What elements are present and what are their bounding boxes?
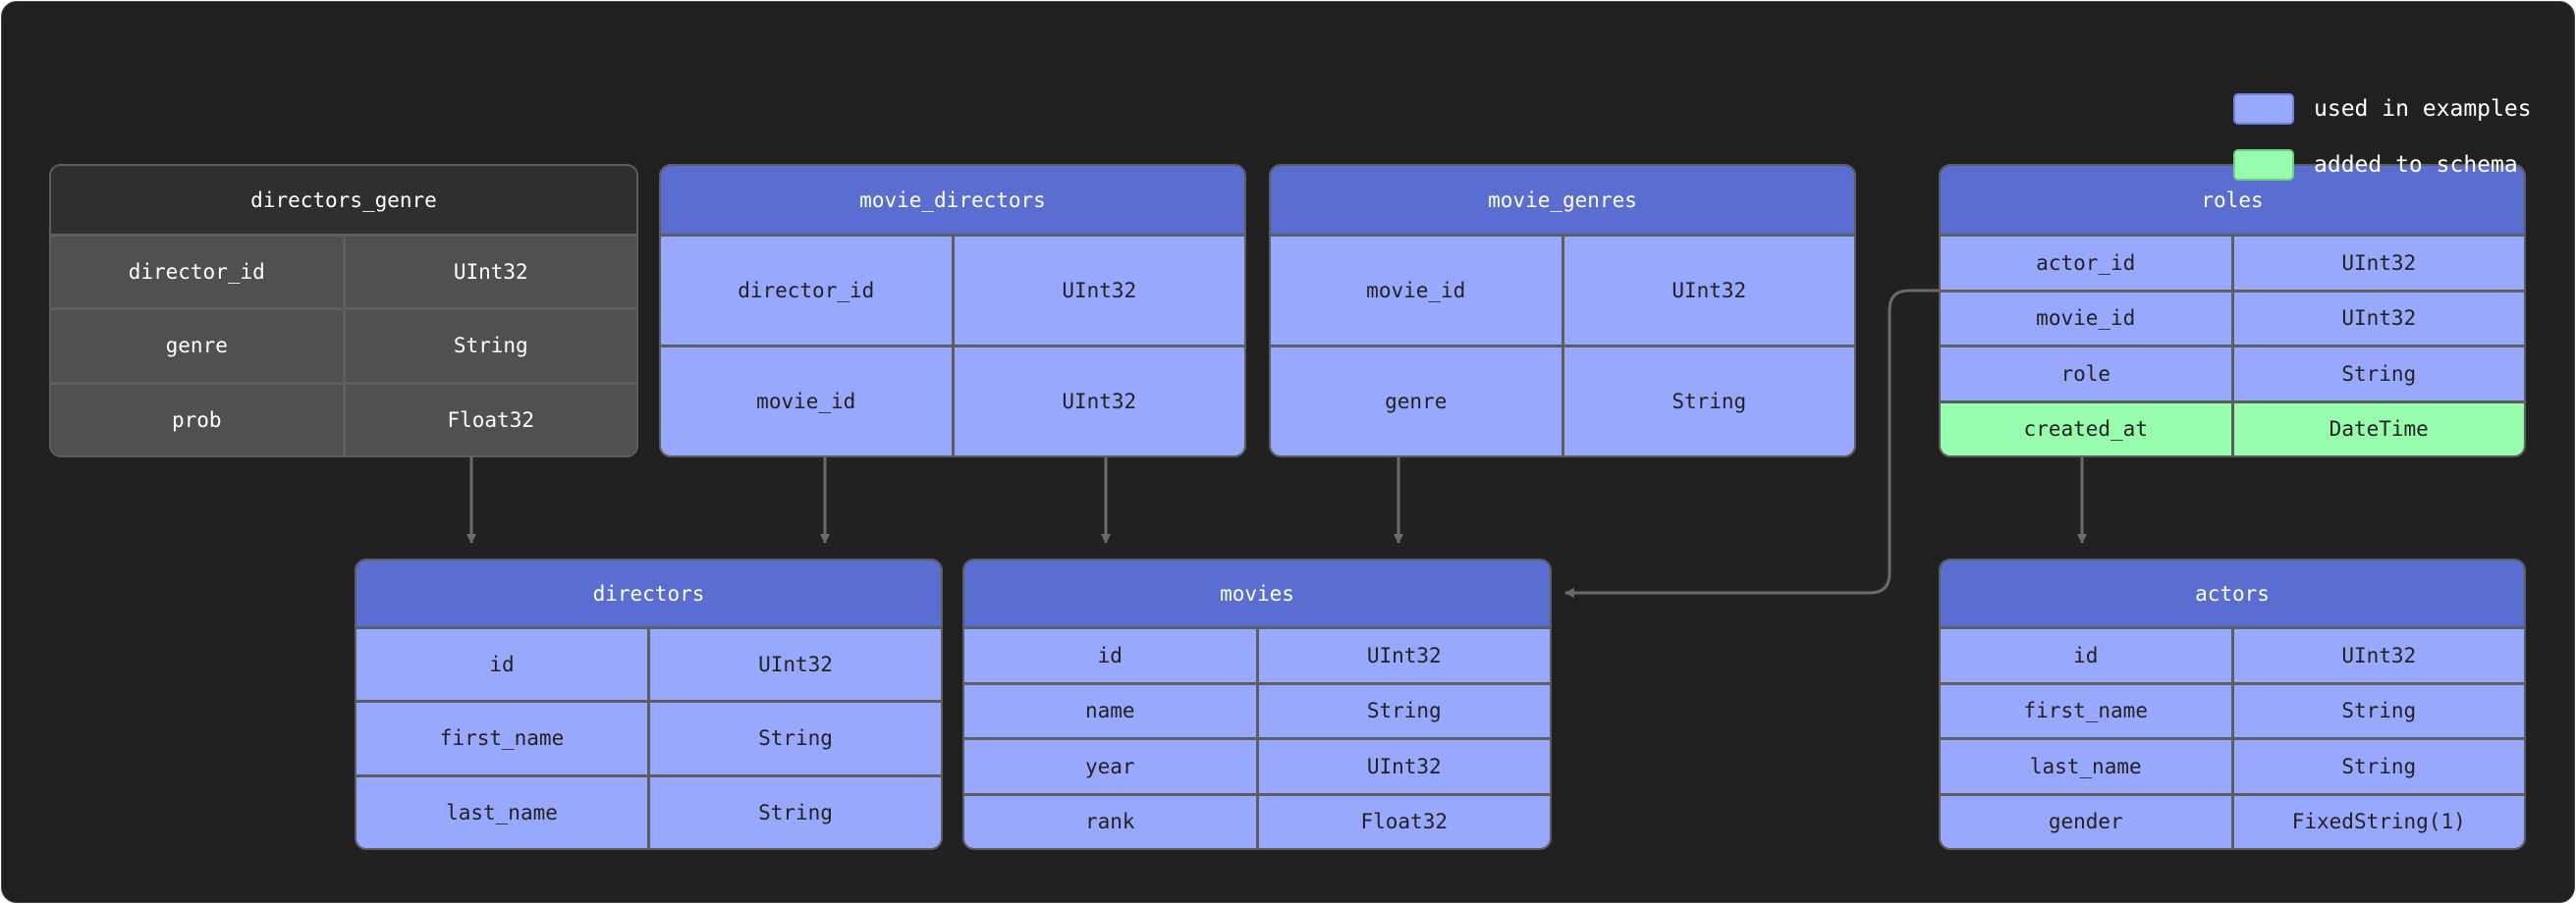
legend-item-added: added to schema [2233, 149, 2518, 181]
column-row: genre String [1271, 345, 1854, 455]
column-row: rank Float32 [964, 792, 1551, 848]
column-row: director_id UInt32 [51, 237, 637, 308]
column-row: first_name String [356, 700, 941, 774]
column-name: movie_id [1366, 279, 1466, 302]
column-name: id [1097, 643, 1123, 667]
column-name: director_id [738, 279, 875, 302]
column-name: movie_id [2036, 306, 2136, 331]
table-title: directors [356, 560, 941, 629]
column-row: year UInt32 [964, 737, 1550, 793]
column-name: genre [165, 334, 228, 358]
column-type: Float32 [1255, 795, 1551, 848]
column-row: name String [964, 681, 1551, 737]
column-name: gender [2048, 810, 2123, 834]
column-row: created_at DateTime [1941, 399, 2525, 455]
column-name: year [1084, 754, 1135, 778]
column-name: last_name [446, 800, 558, 824]
column-type: String [2230, 684, 2525, 737]
legend-swatch-used [2233, 93, 2294, 125]
column-type: String [2230, 347, 2525, 400]
column-row: director_id UInt32 [661, 237, 1244, 345]
column-type: String [647, 703, 941, 774]
column-row: first_name String [1941, 681, 2525, 737]
table-directors-genre: directors_genre director_id UInt32 genre Str… [49, 164, 638, 457]
column-name: last_name [2029, 754, 2142, 778]
column-name: genre [1385, 390, 1448, 413]
column-row: genre String [51, 307, 637, 382]
column-type: UInt32 [951, 237, 1245, 345]
column-type: String [342, 310, 637, 382]
column-type: UInt32 [2230, 629, 2525, 682]
column-row: movie_id UInt32 [1271, 237, 1854, 345]
column-type: UInt32 [2230, 292, 2525, 345]
column-type: UInt32 [951, 347, 1245, 455]
column-type: FixedString(1) [2230, 795, 2525, 848]
column-type: String [1561, 347, 1855, 455]
column-name: rank [1084, 810, 1135, 834]
table-movie-genres: movie_genres movie_id UInt32 genre String [1269, 164, 1856, 457]
table-title: movie_directors [661, 166, 1244, 237]
column-type: UInt32 [342, 237, 637, 308]
column-type: String [1255, 684, 1551, 737]
column-row: id UInt32 [1941, 629, 2524, 682]
column-name: created_at [2023, 417, 2148, 442]
column-row: role String [1941, 345, 2524, 400]
column-row: prob Float32 [51, 381, 637, 455]
column-type: String [647, 776, 941, 848]
legend-label: added to schema [2314, 152, 2518, 178]
column-name: prob [171, 407, 222, 432]
column-type: UInt32 [1255, 740, 1551, 793]
column-name: id [2073, 643, 2099, 667]
column-row: id UInt32 [964, 629, 1550, 682]
column-row: id UInt32 [356, 629, 941, 701]
column-name: first_name [439, 726, 565, 751]
table-title: movie_genres [1271, 166, 1854, 237]
column-name: name [1084, 699, 1135, 723]
table-title: roles [1941, 166, 2524, 237]
column-name: id [489, 653, 515, 677]
column-row: actor_id UInt32 [1941, 237, 2524, 290]
column-name: director_id [128, 260, 265, 285]
column-row: gender FixedString(1) [1941, 792, 2525, 848]
column-name: actor_id [2036, 250, 2136, 275]
legend-item-used: used in examples [2233, 93, 2532, 125]
legend-swatch-added [2233, 149, 2294, 181]
table-title: actors [1941, 560, 2524, 629]
column-type: UInt32 [1561, 237, 1855, 345]
column-type: UInt32 [647, 629, 941, 701]
table-title: directors_genre [51, 166, 636, 237]
column-type: String [2230, 740, 2525, 793]
column-type: UInt32 [2230, 237, 2525, 290]
legend-label: used in examples [2314, 96, 2532, 122]
column-type: UInt32 [1255, 629, 1551, 682]
column-row: movie_id UInt32 [1941, 289, 2525, 345]
column-name: role [2060, 361, 2111, 386]
column-name: first_name [2023, 699, 2148, 723]
column-row: movie_id UInt32 [661, 345, 1244, 455]
column-name: movie_id [756, 390, 856, 413]
column-type: Float32 [342, 384, 637, 455]
column-type: DateTime [2230, 402, 2525, 455]
column-row: last_name String [1941, 737, 2524, 793]
column-row: last_name String [356, 773, 941, 848]
table-title: movies [964, 560, 1550, 629]
